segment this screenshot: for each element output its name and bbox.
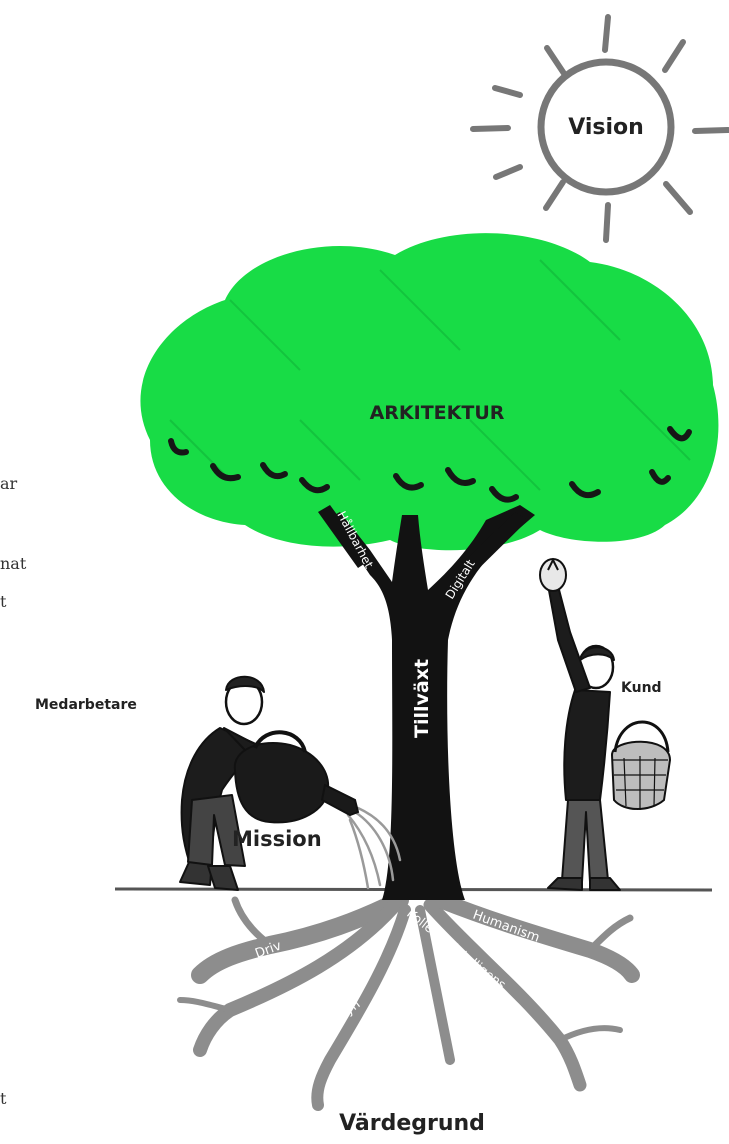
foundation-label: Värdegrund [339,1111,485,1136]
sun-icon [470,14,729,243]
fruit-icons [168,426,692,503]
basket-icon [610,720,672,810]
fruit-in-hand-icon [539,557,567,592]
customer-figure [547,581,621,891]
customer-label: Kund [621,680,662,696]
margin-fragment: nat [0,554,27,573]
tree-canopy [140,233,719,551]
canopy-label: ARKITEKTUR [370,402,505,424]
mission-label: Mission [232,827,322,851]
margin-fragment: t [0,592,7,611]
tree-trunk [318,505,535,900]
employee-label: Medarbetare [35,697,137,713]
tree-roots [177,891,640,1111]
watering-can-icon [233,730,360,824]
water-stream [346,806,402,890]
root-label-humanism: Humanism [471,908,542,946]
margin-fragment: ar [0,474,18,493]
vision-label: Vision [568,115,644,140]
trunk-label: Tillväxt [411,659,433,738]
margin-fragment: t [0,1089,7,1108]
